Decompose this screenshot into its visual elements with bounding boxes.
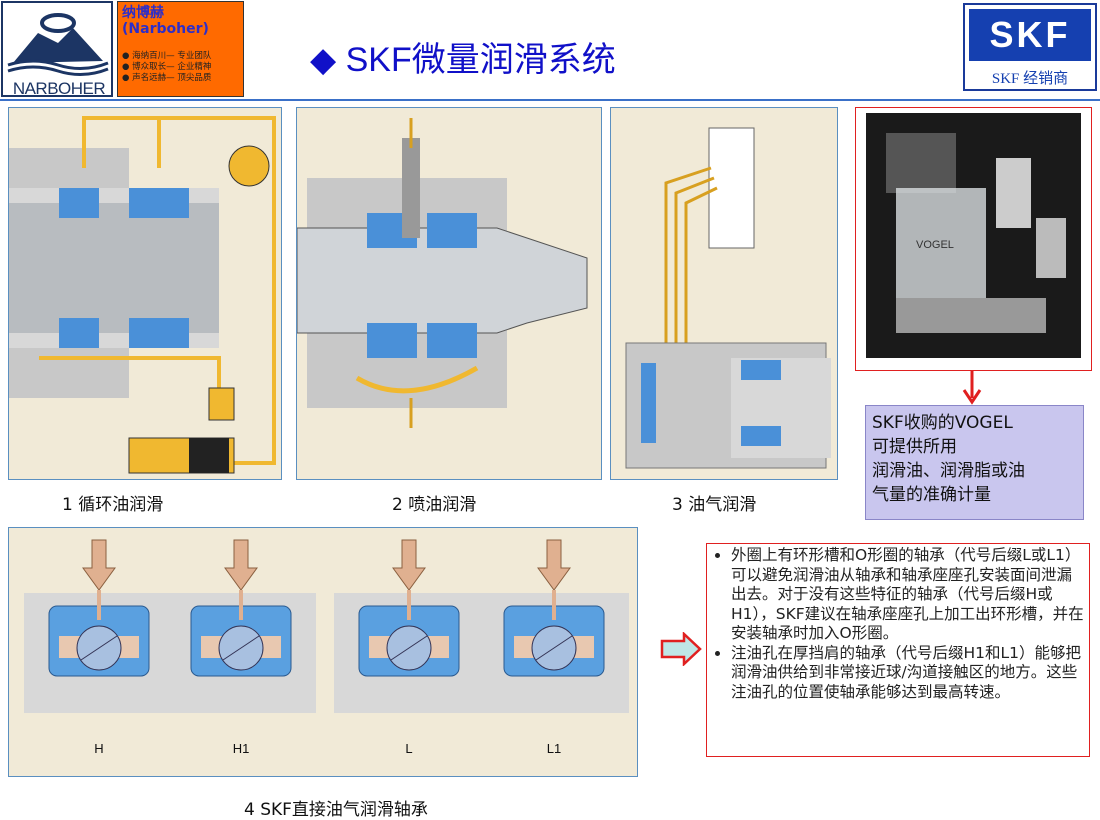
vogel-note-line: SKF收购的VOGEL xyxy=(872,413,1013,433)
narboher-logo: NARBOHER xyxy=(1,1,113,98)
skf-wordmark: SKF xyxy=(969,9,1091,61)
caption-circulating-oil: 1 循环油润滑 xyxy=(62,495,164,515)
vogel-unit-photo: VOGEL xyxy=(855,107,1092,371)
page-title: ◆ SKF微量润滑系统 xyxy=(310,41,616,79)
vogel-label: VOGEL xyxy=(916,239,954,251)
vogel-note-line: 可提供所用 xyxy=(872,437,957,457)
logo-wordmark: NARBOHER xyxy=(12,79,106,98)
bearing-variants: H H1 L L1 xyxy=(24,539,629,756)
brand-box: 纳博赫 (Narboher) ● 海纳百川— 专业团队 ● 博众取长— 企业精神… xyxy=(117,1,244,97)
slogan: ● 声名远赫— 顶尖品质 xyxy=(122,73,212,83)
direct-oil-air-bearings: H H1 L L1 xyxy=(8,527,638,777)
vogel-note-line: 润滑油、润滑脂或油 xyxy=(872,461,1025,481)
caption-oil-jet: 2 喷油润滑 xyxy=(392,495,477,515)
circulating-oil-diagram xyxy=(8,107,282,480)
bearing-label: L1 xyxy=(547,741,561,756)
oil-jet-diagram xyxy=(296,107,602,480)
brand-en: (Narboher) xyxy=(122,21,209,37)
bearing-label: L xyxy=(405,741,412,756)
caption-direct-oil-air: 4 SKF直接油气润滑轴承 xyxy=(244,800,428,820)
bearing-L1: L1 xyxy=(479,539,629,756)
skf-logo: SKF SKF 经销商 xyxy=(963,3,1097,91)
bearing-notes: 外圈上有环形槽和O形圈的轴承（代号后缀L或L1）可以避免润滑油从轴承和轴承座座孔… xyxy=(706,543,1090,757)
down-arrow-icon xyxy=(962,370,982,405)
vogel-note-line: 气量的准确计量 xyxy=(872,485,991,505)
bearing-label: H1 xyxy=(233,741,250,756)
note-item: 外圈上有环形槽和O形圈的轴承（代号后缀L或L1）可以避免润滑油从轴承和轴承座座孔… xyxy=(731,546,1085,644)
bearing-L: L xyxy=(334,539,484,756)
bearing-label: H xyxy=(94,741,103,756)
oil-jet-illustration xyxy=(297,118,588,428)
bearing-H1: H1 xyxy=(166,539,316,756)
skf-dealer-label: SKF 经销商 xyxy=(991,71,1069,87)
right-arrow-icon xyxy=(660,632,702,666)
bearing-H: H xyxy=(24,539,174,756)
header-divider xyxy=(0,99,1100,101)
oil-air-illustration xyxy=(625,127,831,469)
circulating-oil-illustration xyxy=(9,116,276,474)
brand-cn: 纳博赫 xyxy=(122,5,164,21)
oil-air-diagram xyxy=(610,107,838,480)
note-item: 注油孔在厚挡肩的轴承（代号后缀H1和L1）能够把润滑油供给到非常接近球/沟道接触… xyxy=(731,644,1085,703)
mountain-logo-icon xyxy=(7,13,109,76)
slogan: ● 博众取长— 企业精神 xyxy=(122,62,212,72)
vogel-note: SKF收购的VOGEL 可提供所用 润滑油、润滑脂或油 气量的准确计量 xyxy=(865,405,1084,520)
caption-oil-air: 3 油气润滑 xyxy=(672,495,757,515)
slogan: ● 海纳百川— 专业团队 xyxy=(122,51,212,61)
lubrication-unit-image: VOGEL xyxy=(866,113,1081,358)
